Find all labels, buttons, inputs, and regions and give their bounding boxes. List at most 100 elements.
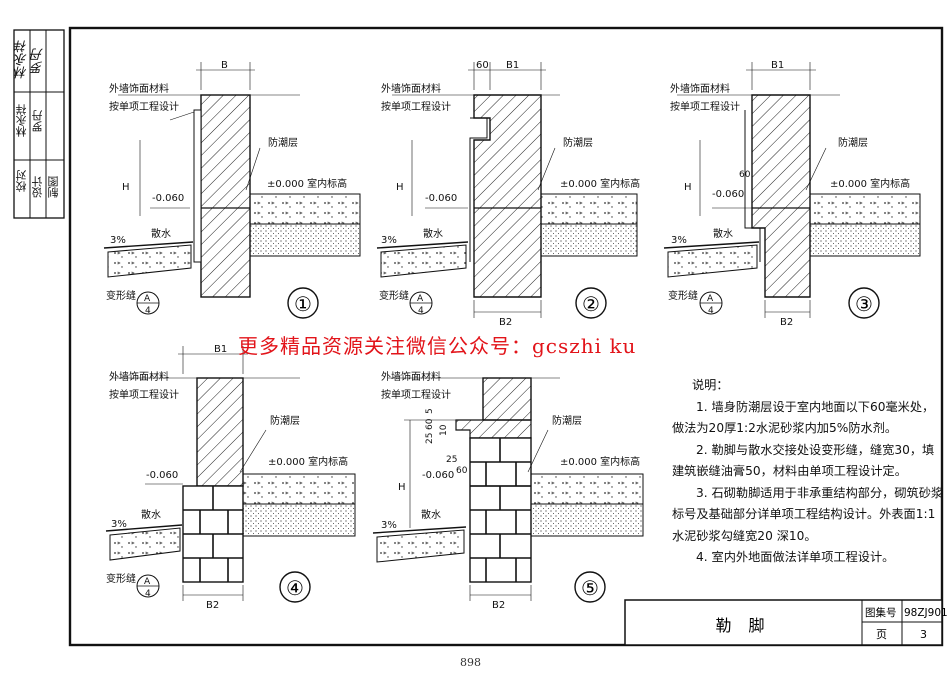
d5-dpc: 防潮层 — [552, 414, 582, 427]
notes-section: 说明： 1. 墙身防潮层设于室内地面以下60毫米处，做法为20厚1:2水泥砂浆内… — [672, 375, 944, 569]
sidebar-name-2: 罗丹 — [31, 110, 44, 132]
page-number: 898 — [460, 656, 481, 669]
d3-finish-line1: 外墙饰面材料 — [670, 82, 730, 95]
d1-callout-bottom: 4 — [145, 306, 151, 316]
d5-floor-level: ±0.000 室内标高 — [560, 455, 640, 468]
d3-floor-level: ±0.000 室内标高 — [830, 177, 910, 190]
atlas-number: 98ZJ901 — [904, 607, 948, 619]
sheet-border — [68, 26, 944, 647]
d3-dim-b2: B2 — [780, 317, 793, 328]
d4-callout-top: A — [144, 577, 151, 587]
d3-joint: 变形缝 — [668, 289, 698, 302]
d5-apron: 散水 — [421, 508, 441, 521]
d1-number: ① — [294, 292, 312, 316]
d5-dim-25b: 25 — [446, 455, 457, 465]
d4-slope: 3% — [111, 519, 127, 530]
page-label: 页 — [876, 628, 887, 641]
note-4: 4. 室内外地面做法详单项工程设计。 — [696, 550, 895, 564]
d3-apron: 散水 — [713, 227, 733, 240]
d1-callout-top: A — [144, 294, 151, 304]
note-1: 1. 墙身防潮层设于室内地面以下60毫米处，做法为20厚1:2水泥砂浆内加5%防… — [672, 399, 935, 436]
d4-dpc: 防潮层 — [270, 414, 300, 427]
detail-5 — [372, 377, 644, 601]
d3-dim-b1: B1 — [771, 60, 784, 71]
d5-number: ⑤ — [581, 576, 599, 600]
d4-floor-level: ±0.000 室内标高 — [268, 455, 348, 468]
d2-grade-level: -0.060 — [425, 193, 457, 204]
d1-floor-level: ±0.000 室内标高 — [267, 177, 347, 190]
d1-slope: 3% — [110, 235, 126, 246]
sidebar-signature-1: 林永祥 — [15, 40, 30, 79]
d1-h: H — [122, 182, 130, 193]
d5-finish-line1: 外墙饰面材料 — [381, 370, 441, 383]
detail-2 — [376, 62, 638, 318]
d2-number: ② — [582, 292, 600, 316]
d1-finish-line2: 按单项工程设计 — [109, 100, 179, 113]
d3-callout-top: A — [707, 294, 714, 304]
d2-floor-level: ±0.000 室内标高 — [560, 177, 640, 190]
d2-dpc: 防潮层 — [563, 136, 593, 149]
page-value: 3 — [920, 628, 927, 641]
sidebar-role-1: 校对 — [15, 170, 28, 192]
d5-grade-level: -0.060 — [422, 470, 454, 481]
notes-title: 说明： — [692, 378, 729, 392]
d2-dim-b1: B1 — [506, 60, 519, 71]
d4-finish-line2: 按单项工程设计 — [109, 388, 179, 401]
d3-number: ③ — [855, 292, 873, 316]
sidebar-name-1: 林永祥 — [15, 104, 28, 137]
d2-finish-line1: 外墙饰面材料 — [381, 82, 441, 95]
d2-finish-line2: 按单项工程设计 — [381, 100, 451, 113]
d3-slope: 3% — [671, 235, 687, 246]
d5-dim-60: 60 — [425, 418, 435, 430]
d5-dim-5: 5 — [425, 408, 435, 414]
d4-dim-b2: B2 — [206, 600, 219, 611]
d5-dim-10: 10 — [439, 424, 449, 436]
d3-callout-bottom: 4 — [708, 306, 714, 316]
sidebar-role-3: 制图 — [47, 176, 60, 198]
sidebar-signature-2: 罗丹 — [31, 48, 46, 74]
detail-4 — [105, 346, 356, 601]
note-2: 2. 勒脚与散水交接处设变形缝，缝宽30，填建筑嵌缝油膏50，材料由单项工程设计… — [672, 442, 935, 479]
signature-sidebar — [13, 29, 65, 219]
watermark-text: 更多精品资源关注微信公众号：gcszhi ku — [238, 334, 637, 358]
d3-finish-line2: 按单项工程设计 — [670, 100, 740, 113]
d2-h: H — [396, 182, 404, 193]
atlas-label: 图集号 — [865, 606, 897, 619]
d1-dim-b: B — [221, 60, 228, 71]
d1-finish-line1: 外墙饰面材料 — [109, 82, 169, 95]
d4-joint: 变形缝 — [106, 572, 136, 585]
d4-number: ④ — [286, 576, 304, 600]
title-block — [624, 599, 943, 646]
d4-grade-level: -0.060 — [146, 470, 178, 481]
d2-callout-top: A — [417, 294, 424, 304]
detail-3 — [663, 62, 921, 318]
d3-h: H — [684, 182, 692, 193]
d3-dpc: 防潮层 — [838, 136, 868, 149]
d4-callout-bottom: 4 — [145, 589, 151, 599]
d4-apron: 散水 — [141, 508, 161, 521]
d5-h: H — [398, 482, 406, 493]
d4-dim-b1: B1 — [214, 344, 227, 355]
d5-dim-25: 25 — [425, 433, 435, 444]
note-3: 3. 石砌勒脚适用于非承重结构部分，砌筑砂浆标号及基础部分详单项工程结构设计。外… — [672, 485, 944, 543]
sidebar-role-2: 设计 — [31, 176, 44, 198]
d2-slope: 3% — [381, 235, 397, 246]
d1-dpc: 防潮层 — [268, 136, 298, 149]
d1-apron: 散水 — [151, 227, 171, 240]
drawing-title: 勒 脚 — [715, 616, 770, 635]
d5-dim-b2: B2 — [492, 600, 505, 611]
d2-dim-60: 60 — [476, 60, 489, 71]
d2-apron: 散水 — [423, 227, 443, 240]
d1-joint: 变形缝 — [106, 289, 136, 302]
detail-1 — [103, 62, 361, 298]
d2-callout-bottom: 4 — [418, 306, 424, 316]
d5-finish-line2: 按单项工程设计 — [381, 388, 451, 401]
d3-dim-60: 60 — [739, 170, 751, 180]
d4-finish-line1: 外墙饰面材料 — [109, 370, 169, 383]
d2-joint: 变形缝 — [379, 289, 409, 302]
d2-dim-b2: B2 — [499, 317, 512, 328]
d5-dim-60b: 60 — [456, 466, 468, 476]
d3-grade-level: -0.060 — [712, 189, 744, 200]
